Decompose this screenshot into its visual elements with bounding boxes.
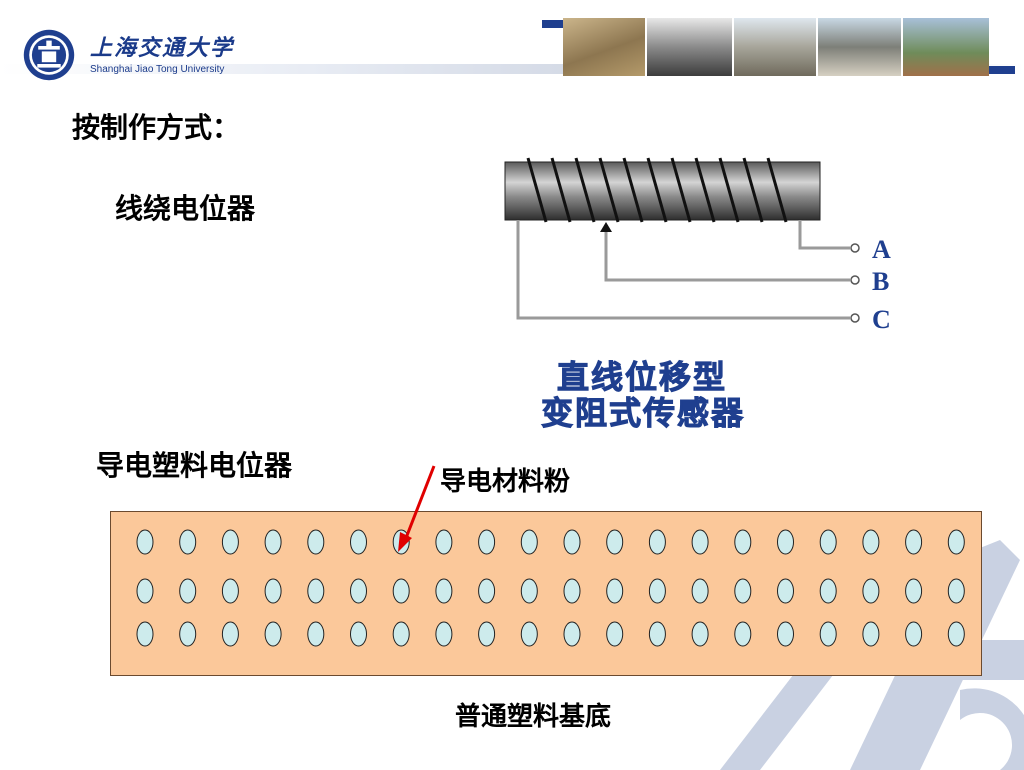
powder-particle xyxy=(350,621,367,647)
powder-particle xyxy=(136,621,154,647)
powder-particle xyxy=(777,578,794,604)
university-name-en: Shanghai Jiao Tong University xyxy=(90,64,225,75)
conductive-powder-label: 导电材料粉 xyxy=(440,467,571,497)
powder-particle xyxy=(905,578,923,604)
powder-particle xyxy=(136,578,154,604)
powder-particle xyxy=(392,578,410,604)
powder-particle xyxy=(606,529,624,555)
powder-particle xyxy=(307,621,325,647)
powder-particle xyxy=(734,578,752,604)
powder-particle xyxy=(264,529,282,555)
powder-particle xyxy=(392,621,410,647)
powder-particle xyxy=(563,529,581,555)
conductive-particles xyxy=(136,529,965,647)
powder-particle xyxy=(648,529,666,555)
campus-photo xyxy=(563,18,648,76)
powder-particle xyxy=(606,621,624,647)
page-title: 按制作方式： xyxy=(72,111,241,144)
university-seal-icon xyxy=(23,29,75,81)
powder-particle xyxy=(307,529,325,555)
powder-particle xyxy=(819,621,837,647)
diagram-caption-line1: 直线位移型 xyxy=(556,358,728,397)
powder-particle xyxy=(862,578,880,604)
powder-particle xyxy=(478,529,496,555)
powder-particle xyxy=(179,578,197,604)
powder-particle xyxy=(520,529,538,555)
wire-wound-diagram: A B C xyxy=(504,157,891,334)
header-photo-strip xyxy=(563,18,989,76)
powder-particle xyxy=(221,529,239,555)
powder-particle xyxy=(648,578,666,604)
substrate-label: 普通塑料基底 xyxy=(455,702,612,732)
powder-particle xyxy=(435,578,453,604)
powder-particle xyxy=(947,621,965,647)
campus-photo xyxy=(647,18,734,76)
powder-particle xyxy=(520,621,538,647)
powder-particle xyxy=(264,578,282,604)
powder-particle xyxy=(734,529,752,555)
powder-particle xyxy=(435,621,453,647)
coil-windings xyxy=(526,157,788,223)
powder-particle xyxy=(691,578,709,604)
header-bar xyxy=(0,64,1024,74)
powder-particle xyxy=(435,529,453,555)
powder-particle xyxy=(264,621,282,647)
powder-particle xyxy=(947,529,965,555)
powder-particle xyxy=(221,578,239,604)
powder-particle xyxy=(947,578,965,604)
powder-particle xyxy=(563,621,581,647)
powder-particle xyxy=(606,578,624,604)
powder-particle xyxy=(221,621,239,647)
powder-particle xyxy=(819,529,837,555)
campus-photo xyxy=(902,18,989,76)
powder-particle xyxy=(691,621,709,647)
powder-particle xyxy=(520,578,538,604)
terminal-c-label: C xyxy=(872,305,891,334)
powder-particle xyxy=(819,578,837,604)
powder-particle xyxy=(862,529,880,555)
powder-particle xyxy=(478,621,496,647)
powder-particle xyxy=(136,529,154,555)
pointer-arrow xyxy=(398,465,436,552)
powder-particle xyxy=(307,578,325,604)
terminal-a-label: A xyxy=(872,235,891,264)
powder-particle xyxy=(905,621,923,647)
header-accent-right xyxy=(989,66,1015,74)
powder-particle xyxy=(777,621,794,647)
powder-particle xyxy=(350,578,367,604)
plastic-substrate-board xyxy=(110,511,982,676)
powder-particle xyxy=(648,621,666,647)
powder-particle xyxy=(734,621,752,647)
powder-particle xyxy=(862,621,880,647)
campus-photo xyxy=(818,18,903,76)
powder-particle xyxy=(350,529,367,555)
campus-photo xyxy=(733,18,819,76)
powder-particle xyxy=(777,529,794,555)
powder-particle xyxy=(905,529,923,555)
powder-particle xyxy=(179,529,197,555)
powder-particle xyxy=(691,529,709,555)
diagram-caption-line2: 变阻式传感器 xyxy=(540,394,746,433)
powder-particle xyxy=(179,621,197,647)
header-accent-left xyxy=(542,20,568,28)
terminal-b-label: B xyxy=(872,267,889,296)
powder-particle xyxy=(563,578,581,604)
wire-potentiometer-label: 线绕电位器 xyxy=(115,192,256,225)
plastic-potentiometer-label: 导电塑料电位器 xyxy=(96,449,293,482)
powder-particle xyxy=(478,578,496,604)
university-name-cn: 上海交通大学 xyxy=(90,35,235,61)
